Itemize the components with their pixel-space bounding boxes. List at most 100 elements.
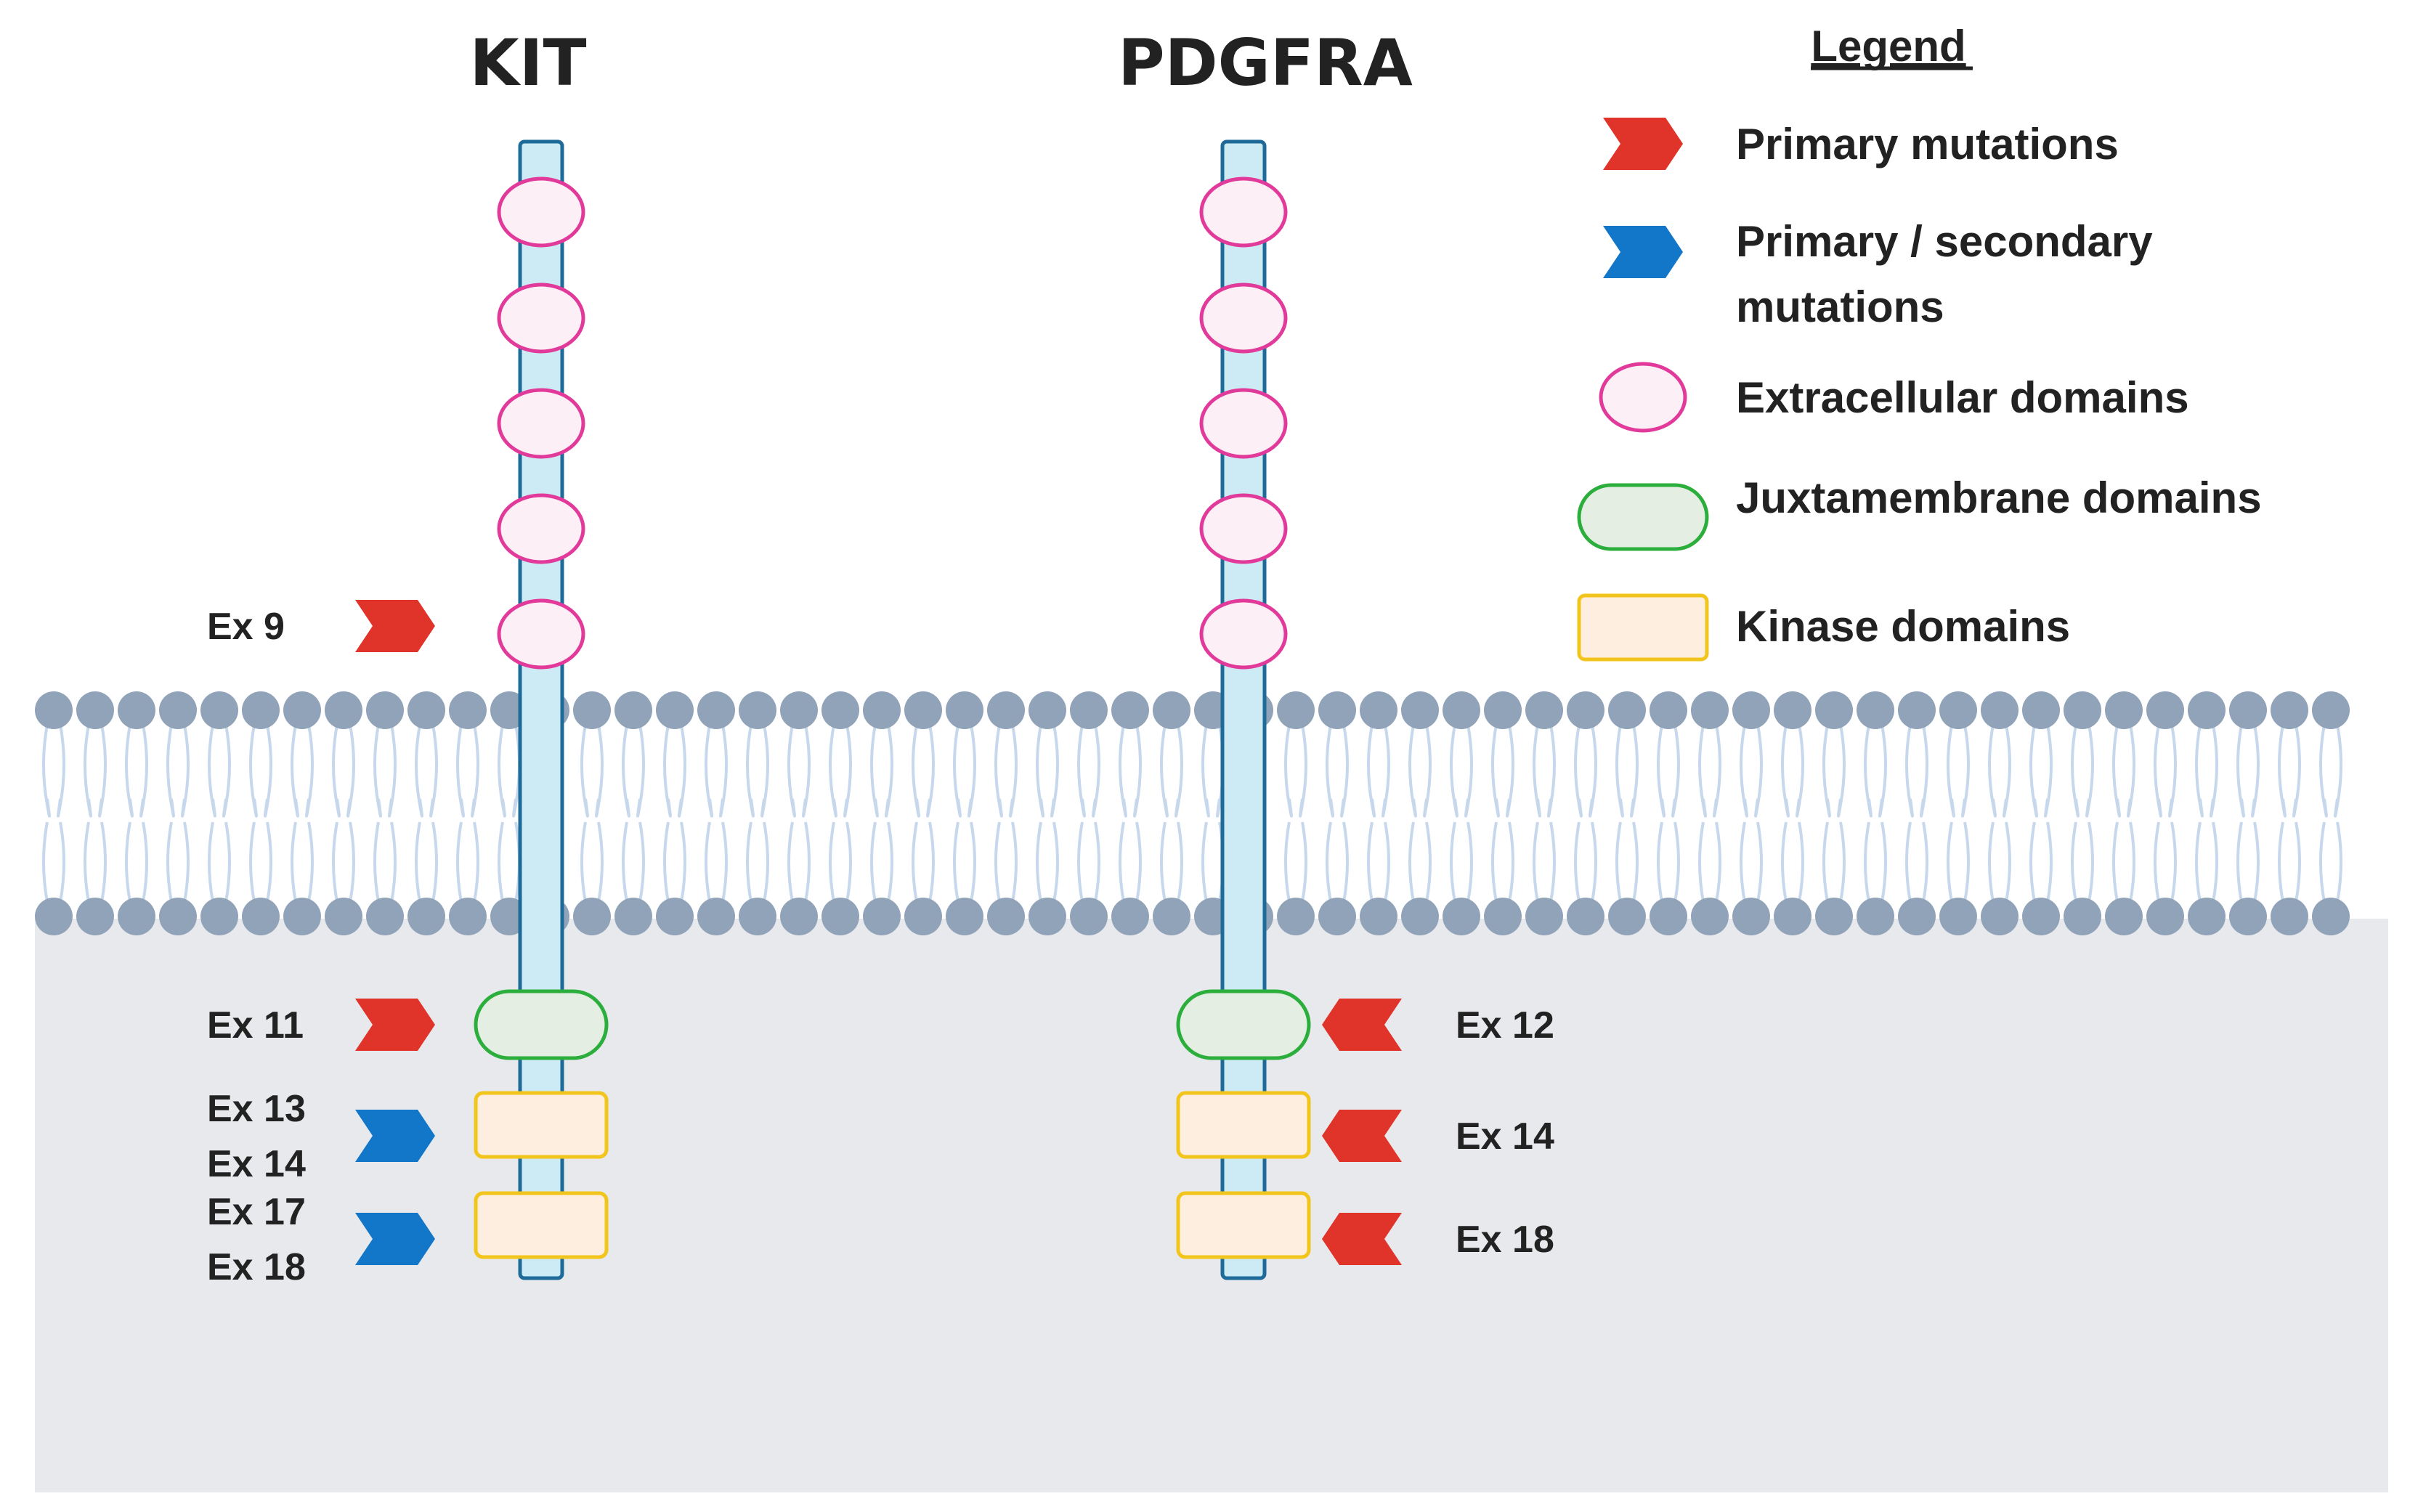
lipid-tail (2319, 724, 2328, 818)
lipid-head (1111, 898, 1149, 935)
lipid-tail (1491, 821, 1498, 903)
lipid-head (1774, 691, 1811, 729)
lipid-head (449, 898, 487, 935)
juxtamembrane-domain (474, 989, 609, 1060)
lipid-tail (1408, 724, 1417, 818)
lipid-tail (166, 724, 175, 818)
lipid-tail (2154, 724, 2162, 818)
lipid-tail (2044, 724, 2053, 818)
extracellular-domain (1199, 176, 1288, 248)
lipid-tail (2168, 724, 2177, 818)
lipid-head (325, 691, 362, 729)
lipid-tail (1657, 724, 1666, 818)
lipid-tail-pair (1160, 724, 1183, 903)
lipid-tail (1036, 821, 1042, 903)
lipid-tail (953, 821, 959, 903)
lipid-head (1318, 898, 1356, 935)
lipid-tail-pair (1036, 724, 1059, 903)
lipid-tail (1796, 724, 1804, 818)
pdgfra-receptor (1176, 139, 1311, 1280)
lipid-tail (622, 821, 628, 903)
extracellular-domain (497, 176, 585, 248)
lipid-tail (2251, 724, 2260, 818)
lipid-tail-pair (1740, 724, 1763, 903)
lipid-tail (912, 724, 920, 818)
lipid-tail (1920, 724, 1928, 818)
lipid-head (283, 898, 321, 935)
lipid-head (2146, 691, 2184, 729)
lipid-head (2188, 898, 2226, 935)
lipid-tail-pair (166, 724, 190, 903)
lipid-tail (1094, 821, 1100, 903)
lipid-tail (349, 821, 355, 903)
lipid-head (1939, 691, 1977, 729)
lipid-tail (1326, 724, 1334, 818)
legend-item: Extracellular domains (1599, 362, 2189, 433)
lipid-tail (638, 821, 645, 903)
red-chevron-icon (355, 999, 435, 1051)
lipid-head (449, 691, 487, 729)
lipid-tail-pair (1491, 724, 1514, 903)
lipid-tail (1822, 724, 1831, 818)
kinase-domain (1176, 1091, 1311, 1159)
lipid-head (1898, 898, 1936, 935)
lipid-tail-pair (787, 724, 811, 903)
lipid-tail (1549, 821, 1556, 903)
lipid-tail (456, 724, 465, 818)
lipid-tail-pair (622, 724, 645, 903)
lipid-tail (2334, 724, 2342, 818)
lipid-head (904, 898, 942, 935)
lipid-head (739, 691, 776, 729)
lipid-head (200, 898, 238, 935)
blue-chevron-icon (355, 1213, 435, 1265)
exon-label: Ex 12 (1456, 1004, 1554, 1046)
red-chevron-icon (1603, 118, 1683, 170)
lipid-tail (332, 821, 338, 903)
legend-item-label: Juxtamembrane domains (1736, 473, 2262, 522)
kinase-domain (474, 1191, 609, 1259)
lipid-tail (1119, 724, 1127, 818)
lipid-tail (1367, 821, 1374, 903)
extracellular-domain (1199, 598, 1288, 670)
lipid-tail (1036, 724, 1044, 818)
lipid-tail (994, 724, 1003, 818)
lipid-tail (1160, 821, 1167, 903)
lipid-tail-pair (1201, 724, 1225, 903)
extracellular-domain (497, 598, 585, 670)
lipid-head (780, 898, 818, 935)
lipid-head (1774, 898, 1811, 935)
lipid-head (821, 691, 859, 729)
lipid-tail (98, 724, 107, 818)
lipid-tail (870, 821, 877, 903)
lipid-head (2312, 898, 2350, 935)
lipid-tail (912, 821, 918, 903)
lipid-head (863, 691, 901, 729)
lipid-head (946, 691, 983, 729)
lipid-tail (264, 724, 272, 818)
lipid-tail (431, 821, 438, 903)
blue-chevron-icon (355, 1110, 435, 1162)
lipid-head (1650, 691, 1687, 729)
lipid-tail (166, 821, 173, 903)
extracellular-domain (1199, 493, 1288, 564)
lipid-tail (1988, 724, 1997, 818)
lipid-tail (746, 724, 755, 818)
lipid-head (1939, 898, 1977, 935)
lipid-tail (1591, 821, 1597, 903)
lipid-tail (1880, 821, 1887, 903)
lipid-tail (1201, 821, 1208, 903)
lipid-tail-pair (249, 724, 272, 903)
lipid-tail (1052, 821, 1059, 903)
lipid-tail (1425, 821, 1432, 903)
lipid-tail (829, 821, 835, 903)
lipid-tail-pair (456, 724, 479, 903)
lipid-head (76, 898, 114, 935)
lipid-head (697, 691, 735, 729)
lipid-tail (1615, 724, 1624, 818)
lipid-tail (2295, 821, 2301, 903)
lipid-tail-pair (42, 724, 65, 903)
lipid-tail (388, 724, 397, 818)
mutation-marker: Ex 9 (207, 600, 435, 652)
lipid-tail (1506, 724, 1514, 818)
